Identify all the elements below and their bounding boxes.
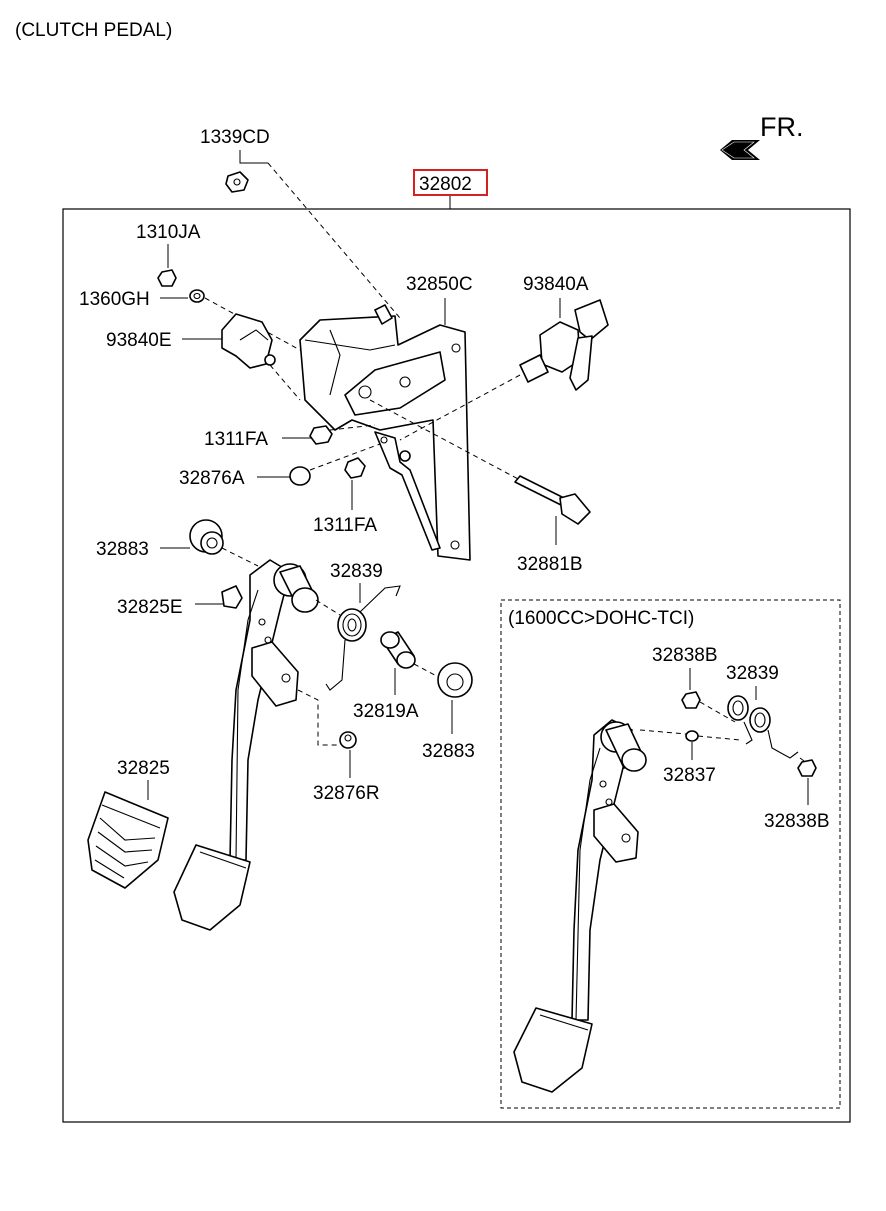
part-label-1360GH[interactable]: 1360GH	[79, 289, 150, 310]
part-label-93840E[interactable]: 93840E	[106, 330, 172, 351]
part-label-32838B-upper[interactable]: 32838B	[652, 645, 718, 666]
part-label-32838B-lower[interactable]: 32838B	[764, 811, 830, 832]
part-label-32825E[interactable]: 32825E	[117, 597, 183, 618]
variant-frame	[500, 599, 841, 1109]
pedal-pad-32825-icon	[87, 791, 169, 889]
part-label-32839-main[interactable]: 32839	[330, 561, 383, 582]
front-direction-arrow-icon	[720, 140, 760, 160]
bushing-32883-lower-icon	[437, 662, 473, 698]
nut-32838B-lower-icon	[797, 759, 817, 777]
part-label-32819A[interactable]: 32819A	[353, 701, 419, 722]
stopper-32876R-icon	[339, 731, 357, 749]
part-label-32837[interactable]: 32837	[663, 765, 716, 786]
part-label-93840A[interactable]: 93840A	[523, 274, 589, 295]
part-label-1311FA-lower[interactable]: 1311FA	[313, 515, 377, 536]
pivot-bolt-32881B-icon	[514, 475, 591, 525]
part-label-1310JA[interactable]: 1310JA	[136, 222, 201, 243]
clutch-switch-93840A-icon	[519, 299, 609, 391]
collar-32837-icon	[685, 730, 699, 742]
part-label-32876R[interactable]: 32876R	[313, 783, 380, 804]
part-label-32883-lower[interactable]: 32883	[422, 741, 475, 762]
part-label-32825[interactable]: 32825	[117, 758, 170, 779]
part-label-32876A[interactable]: 32876A	[179, 468, 245, 489]
front-direction-label: FR.	[760, 112, 804, 142]
stopper-32825E-icon	[221, 585, 243, 609]
clutch-switch-93840E-icon	[221, 313, 276, 369]
variant-frame-title: (1600CC>DOHC-TCI)	[508, 608, 694, 629]
part-label-32802[interactable]: 32802	[419, 174, 472, 195]
part-label-1339CD[interactable]: 1339CD	[200, 127, 270, 148]
part-label-32883-upper[interactable]: 32883	[96, 539, 149, 560]
return-spring-32839-icon	[325, 585, 401, 691]
washer-1360GH-icon	[189, 289, 205, 303]
nut-32838B-upper-icon	[681, 691, 701, 709]
assembly-frame	[62, 208, 851, 1123]
return-spring-32839-variant-icon	[727, 695, 799, 759]
stopper-32876A-icon	[289, 466, 311, 486]
nut-1339CD-icon	[225, 171, 249, 193]
part-label-1311FA-upper[interactable]: 1311FA	[204, 429, 268, 450]
part-label-32839-variant[interactable]: 32839	[726, 663, 779, 684]
part-label-32881B[interactable]: 32881B	[517, 554, 583, 575]
nut-1311FA-upper-icon	[309, 425, 333, 445]
diagram-title: (CLUTCH PEDAL)	[15, 20, 172, 41]
assembly-label-highlight	[413, 169, 488, 196]
part-label-32850C[interactable]: 32850C	[406, 274, 473, 295]
pedal-bracket-32850C-icon	[299, 304, 471, 561]
bushing-32883-upper-icon	[189, 519, 224, 555]
clutch-pedal-arm-variant-icon	[513, 719, 647, 1093]
nut-1311FA-lower-icon	[344, 457, 366, 479]
bushing-32819A-icon	[380, 631, 416, 669]
clutch-pedal-arm-icon	[173, 559, 319, 931]
nut-1310JA-icon	[157, 269, 177, 287]
